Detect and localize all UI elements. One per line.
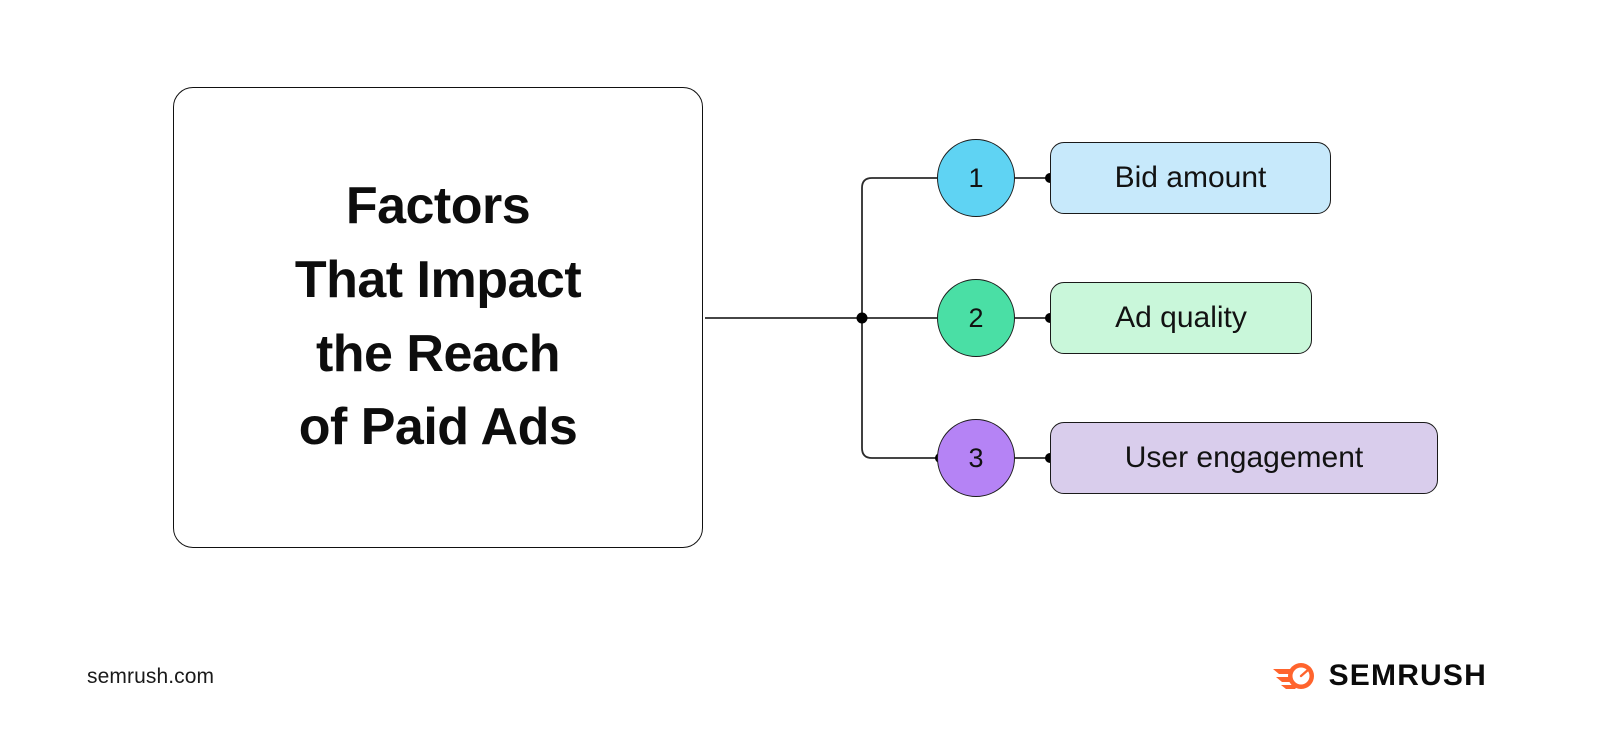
- branch-line-3: [861, 318, 937, 459]
- source-url: semrush.com: [87, 665, 215, 688]
- branch-label-box[interactable]: Ad quality: [1050, 282, 1312, 354]
- branch-label-box[interactable]: User engagement: [1050, 422, 1438, 494]
- branch-row: 2 Ad quality: [937, 279, 1312, 357]
- branch-label-box[interactable]: Bid amount: [1050, 142, 1331, 214]
- semrush-comet-icon: [1272, 663, 1314, 689]
- comet-gauge-needle: [1299, 668, 1310, 678]
- branch-row: 1 Bid amount: [937, 139, 1331, 217]
- branch-number-badge[interactable]: 1: [937, 139, 1015, 217]
- branch-row: 3 User engagement: [937, 419, 1438, 497]
- branch-number-badge[interactable]: 3: [937, 419, 1015, 497]
- semrush-wordmark: SEMRUSH: [1328, 659, 1487, 692]
- branch-number-badge[interactable]: 2: [937, 279, 1015, 357]
- branch-line-1: [861, 177, 937, 318]
- main-title-card: Factors That Impact the Reach of Paid Ad…: [173, 87, 703, 548]
- junction-dot: [856, 312, 868, 324]
- semrush-logo: SEMRUSH: [1272, 659, 1487, 693]
- page-title: Factors That Impact the Reach of Paid Ad…: [294, 176, 582, 457]
